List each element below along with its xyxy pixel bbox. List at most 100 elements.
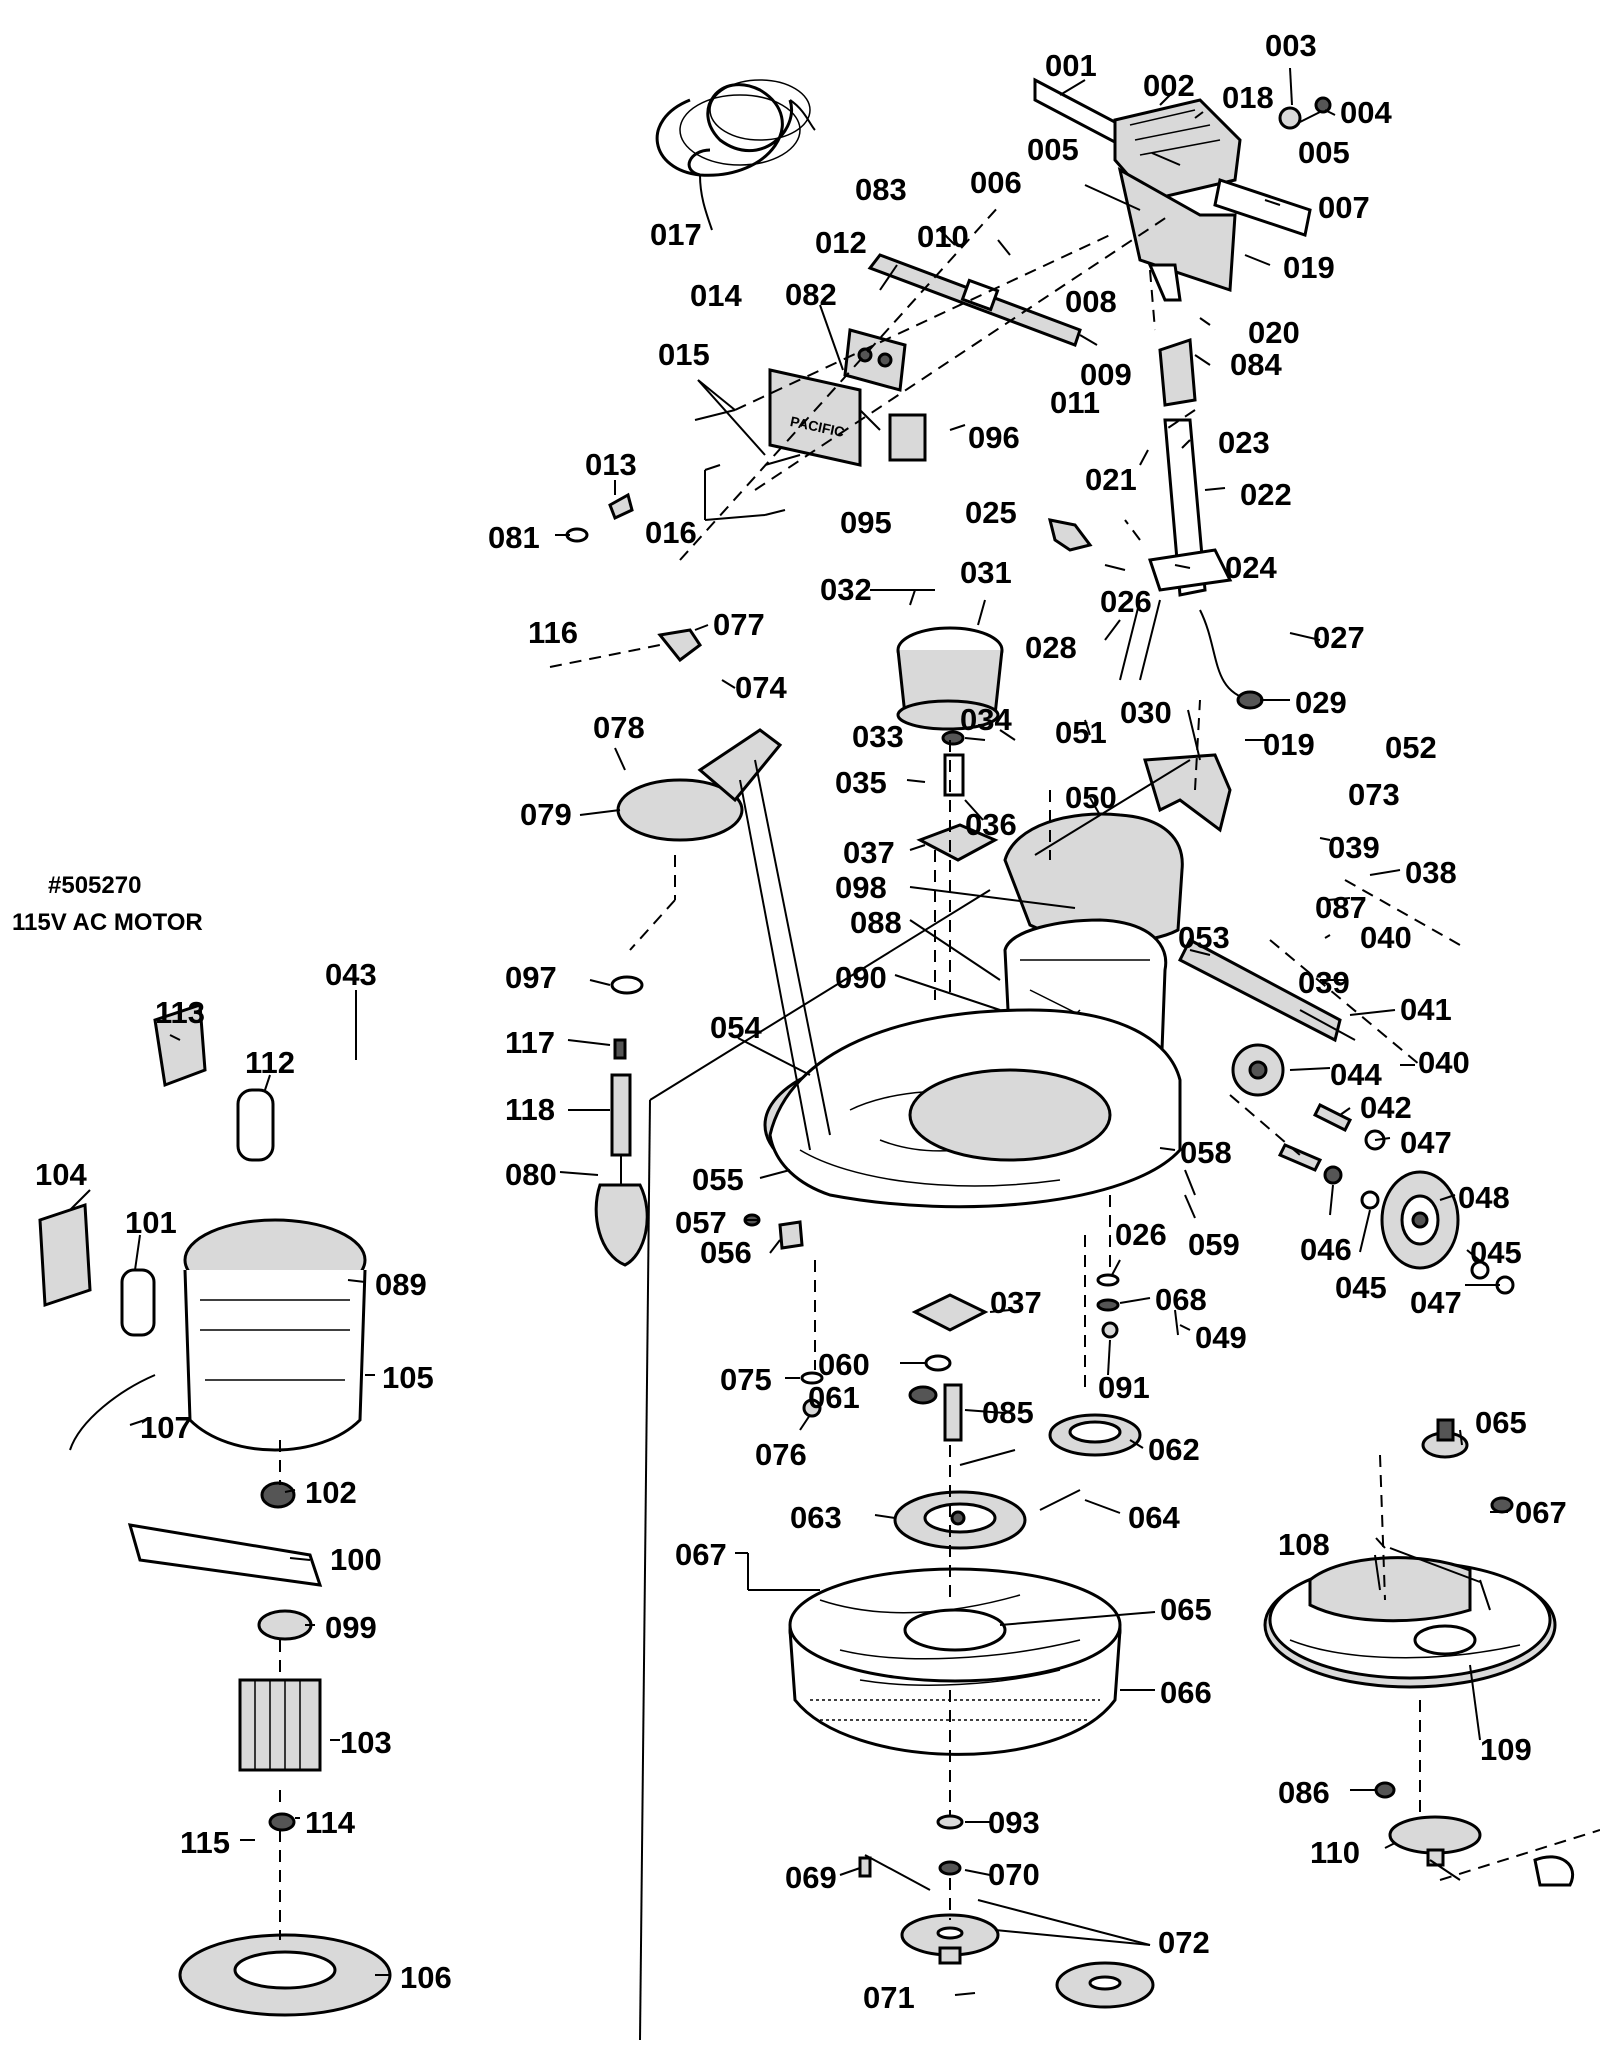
label-068: 068 bbox=[1155, 1282, 1207, 1317]
label-045a: 045 bbox=[1335, 1270, 1387, 1305]
label-012: 012 bbox=[815, 225, 867, 260]
label-019a: 019 bbox=[1283, 250, 1335, 285]
label-093: 093 bbox=[988, 1805, 1040, 1840]
drive-plates-072 bbox=[900, 1899, 1155, 2009]
label-026a: 026 bbox=[1100, 584, 1152, 619]
label-057: 057 bbox=[675, 1205, 727, 1240]
label-063: 063 bbox=[790, 1500, 842, 1535]
label-002: 002 bbox=[1143, 68, 1195, 103]
label-090: 090 bbox=[835, 960, 887, 995]
label-001: 001 bbox=[1045, 48, 1097, 83]
label-071: 071 bbox=[863, 1980, 915, 2015]
label-053: 053 bbox=[1178, 920, 1230, 955]
small-hardware-056-057-058-059 bbox=[743, 1169, 1196, 1250]
label-033: 033 bbox=[852, 719, 904, 754]
label-062: 062 bbox=[1148, 1432, 1200, 1467]
label-005a: 005 bbox=[1027, 132, 1079, 167]
label-039a: 039 bbox=[1328, 830, 1380, 865]
label-082: 082 bbox=[785, 277, 837, 312]
label-097: 097 bbox=[505, 960, 557, 995]
label-087: 087 bbox=[1315, 890, 1367, 925]
wheel-048 bbox=[1380, 1170, 1460, 1270]
label-044: 044 bbox=[1330, 1057, 1382, 1092]
label-069: 069 bbox=[785, 1860, 837, 1895]
label-020: 020 bbox=[1248, 315, 1300, 350]
label-030: 030 bbox=[1120, 695, 1172, 730]
label-107: 107 bbox=[140, 1410, 192, 1445]
label-102: 102 bbox=[305, 1475, 357, 1510]
label-089: 089 bbox=[375, 1267, 427, 1302]
part-labels: 001 002 003 004 005 005 006 007 008 009 … bbox=[35, 28, 1567, 2015]
label-054: 054 bbox=[710, 1010, 762, 1045]
label-072: 072 bbox=[1158, 1925, 1210, 1960]
power-cord-017 bbox=[655, 79, 816, 231]
label-048: 048 bbox=[1458, 1180, 1510, 1215]
washers-045-046-047 bbox=[1277, 1102, 1515, 1295]
pad-holder-110 bbox=[1374, 1781, 1574, 1887]
label-116: 116 bbox=[528, 615, 578, 650]
handle-tube-023 bbox=[1119, 337, 1264, 710]
label-029: 029 bbox=[1295, 685, 1347, 720]
label-075: 075 bbox=[720, 1362, 772, 1397]
pad-driver-066 bbox=[788, 1567, 1122, 1756]
label-026b: 026 bbox=[1115, 1217, 1167, 1252]
label-108: 108 bbox=[1278, 1527, 1330, 1562]
yoke-bracket-030 bbox=[1143, 753, 1232, 833]
label-005b: 005 bbox=[1298, 135, 1350, 170]
label-088: 088 bbox=[850, 905, 902, 940]
motor-part-number: #505270 bbox=[48, 872, 141, 899]
label-007: 007 bbox=[1318, 190, 1370, 225]
caster-bracket-079 bbox=[616, 628, 783, 842]
label-016: 016 bbox=[645, 515, 697, 550]
label-096: 096 bbox=[968, 420, 1020, 455]
label-052: 052 bbox=[1385, 730, 1437, 765]
screw-003-004 bbox=[1278, 96, 1332, 130]
label-084: 084 bbox=[1230, 347, 1282, 382]
label-038: 038 bbox=[1405, 855, 1457, 890]
label-003: 003 bbox=[1265, 28, 1317, 63]
label-014: 014 bbox=[690, 278, 742, 313]
label-060: 060 bbox=[818, 1347, 870, 1382]
label-114: 114 bbox=[305, 1805, 356, 1840]
drive-plate-063 bbox=[893, 1449, 1081, 1550]
label-080: 080 bbox=[505, 1157, 557, 1192]
label-095: 095 bbox=[840, 505, 892, 540]
label-021: 021 bbox=[1085, 462, 1137, 497]
label-074: 074 bbox=[735, 670, 787, 705]
label-050: 050 bbox=[1065, 780, 1117, 815]
label-045b: 045 bbox=[1470, 1235, 1522, 1270]
label-099: 099 bbox=[325, 1610, 377, 1645]
hardware-069-070-093 bbox=[858, 1814, 964, 1878]
coupling-lower-037 bbox=[908, 1293, 989, 1442]
label-037b: 037 bbox=[990, 1285, 1042, 1320]
label-013: 013 bbox=[585, 447, 637, 482]
pad-assembly-109 bbox=[1263, 1418, 1557, 1689]
switch-plate-014: PACIFIC bbox=[768, 368, 862, 467]
base-deck-054 bbox=[763, 1008, 1182, 1209]
motor-description: 115V AC MOTOR bbox=[12, 909, 203, 936]
label-015: 015 bbox=[658, 337, 710, 372]
label-049: 049 bbox=[1195, 1320, 1247, 1355]
label-086: 086 bbox=[1278, 1775, 1330, 1810]
label-064: 064 bbox=[1128, 1500, 1180, 1535]
knob-025 bbox=[1047, 518, 1093, 552]
leader-lines bbox=[69, 67, 1508, 1996]
washers-075-076 bbox=[800, 1371, 824, 1418]
label-051: 051 bbox=[1055, 715, 1107, 750]
label-017: 017 bbox=[650, 217, 702, 252]
label-100: 100 bbox=[330, 1542, 382, 1577]
washers-026-068-091 bbox=[1096, 1273, 1179, 1339]
label-037a: 037 bbox=[843, 835, 895, 870]
label-043: 043 bbox=[325, 957, 377, 992]
capacitor-095 bbox=[888, 413, 927, 462]
label-091: 091 bbox=[1098, 1370, 1150, 1405]
label-039b: 039 bbox=[1298, 965, 1350, 1000]
label-055: 055 bbox=[692, 1162, 744, 1197]
label-113: 113 bbox=[155, 995, 205, 1030]
label-023: 023 bbox=[1218, 425, 1270, 460]
label-103: 103 bbox=[340, 1725, 392, 1760]
label-031: 031 bbox=[960, 555, 1012, 590]
wheel-axle-044 bbox=[1177, 937, 1356, 1097]
label-047b: 047 bbox=[1410, 1285, 1462, 1320]
